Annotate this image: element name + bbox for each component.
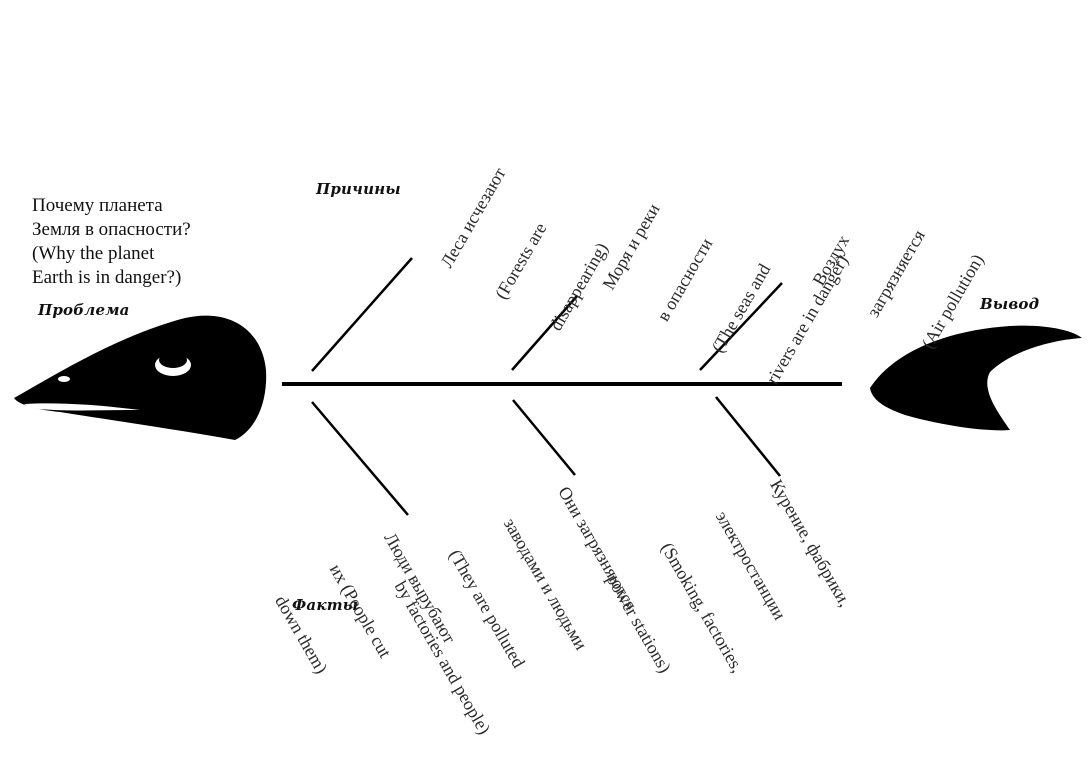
fish-tail-icon: [870, 325, 1082, 431]
problem-line: (Why the planet: [32, 243, 155, 264]
cause-bone-3: [699, 282, 783, 371]
cause-line: (Forests are: [490, 219, 551, 303]
problem-question: Почему планета Земля в опасности? (Why t…: [32, 194, 191, 290]
facts-heading: Факты: [292, 596, 359, 614]
fact-bone-2: [512, 399, 576, 476]
cause-line: загрязняется: [862, 226, 929, 321]
problem-heading: Проблема: [38, 301, 130, 319]
problem-line: Почему планета: [32, 195, 163, 216]
causes-heading: Причины: [316, 180, 401, 198]
problem-line: Земля в опасности?: [32, 219, 191, 240]
cause-bone-1: [311, 257, 413, 372]
fact-line: Курение, фабрики,: [766, 476, 856, 611]
conclusion-heading: Вывод: [980, 295, 1040, 313]
cause-bone-2: [511, 295, 578, 371]
problem-line: Earth is in danger?): [32, 267, 182, 288]
cause-line: Воздух: [808, 231, 854, 289]
fish-head-icon: [14, 315, 267, 440]
fact-bone-3: [715, 396, 781, 477]
cause-line: Леса исчезают: [436, 164, 510, 271]
fact-bone-1: [311, 401, 409, 516]
